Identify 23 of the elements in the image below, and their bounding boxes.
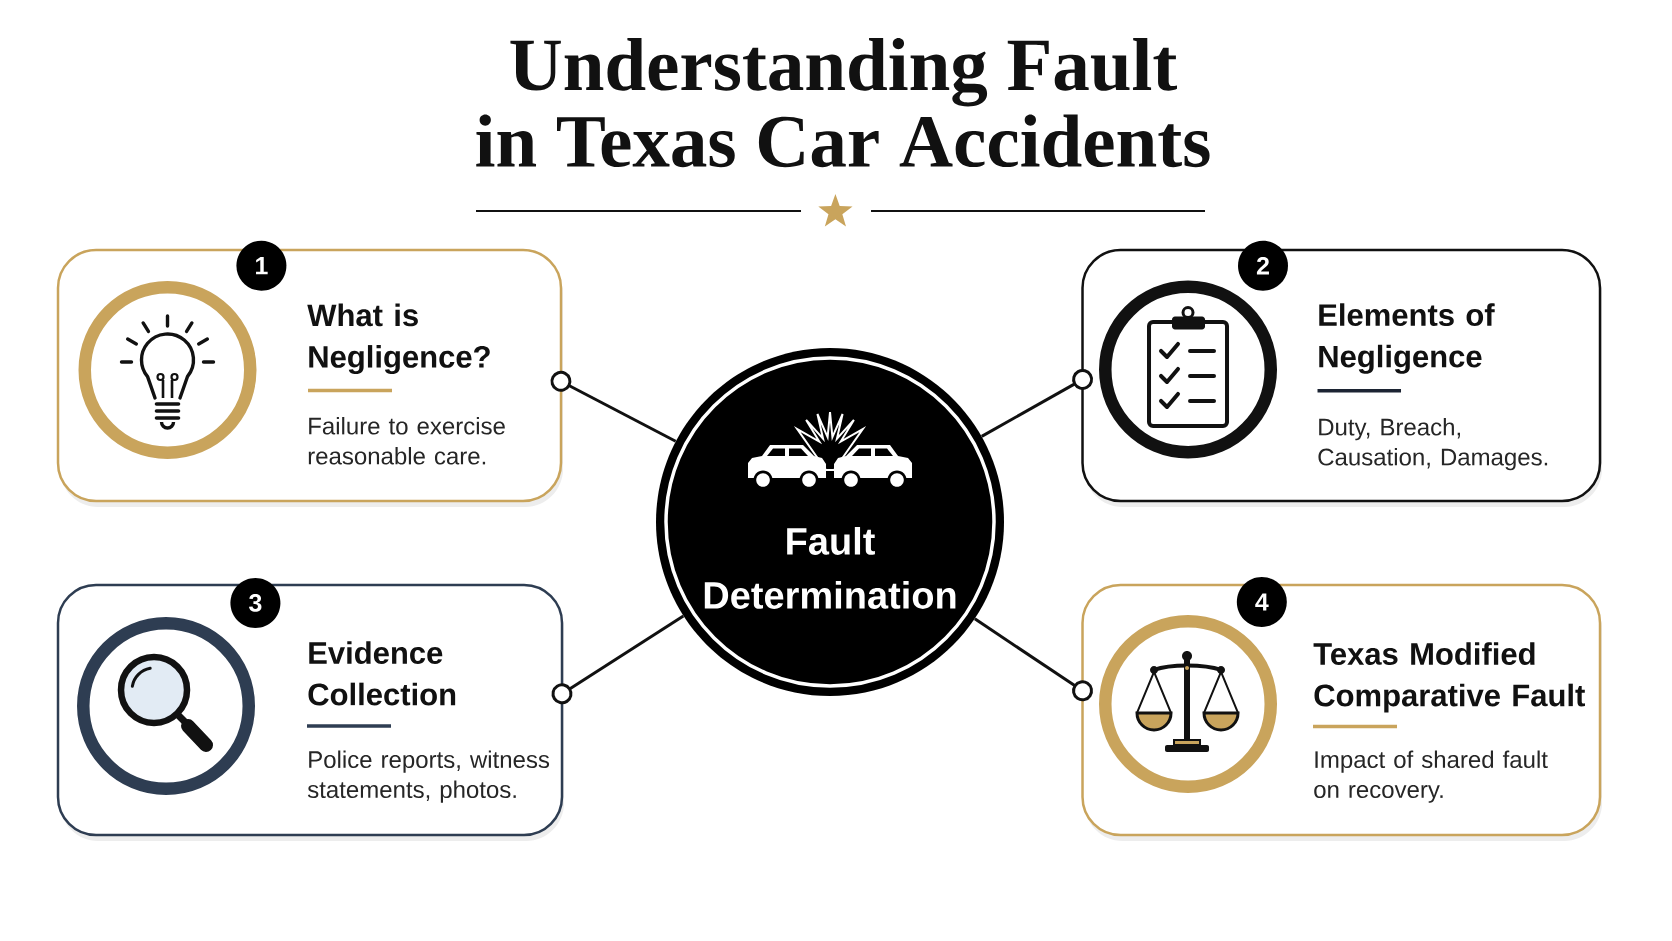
number-badge: 2 — [1238, 240, 1288, 291]
connector-line — [550, 370, 677, 443]
number-badge: 1 — [236, 240, 287, 291]
hub-circle — [656, 348, 1004, 696]
title: Understanding Fault in Texas Car Accidents — [476, 37, 1210, 168]
number-badge: 3 — [230, 577, 281, 628]
info-card — [1081, 248, 1602, 507]
card-heading: Elements of Negligence — [1319, 303, 1495, 374]
card-heading: Evidence Collection — [308, 641, 456, 706]
card-heading: What is Negligence? — [307, 303, 490, 375]
connector-line — [551, 614, 685, 705]
card-text: Impact of shared fault on recovery. — [1314, 750, 1548, 803]
info-card — [56, 248, 563, 507]
info-card — [56, 583, 564, 841]
info-card — [1081, 583, 1602, 841]
card-text: Failure to exercise reasonable care. — [308, 417, 505, 465]
connector-line — [980, 368, 1094, 438]
card-text: Duty, Breach, Causation, Damages. — [1318, 418, 1548, 471]
hub-label: Fault Determination — [704, 527, 956, 609]
card-heading: Texas Modified Comparative Fault — [1313, 642, 1585, 713]
card-text: Police reports, witness statements, photos. — [307, 750, 550, 803]
connector-line — [974, 617, 1093, 702]
number-badge: 4 — [1236, 577, 1287, 627]
